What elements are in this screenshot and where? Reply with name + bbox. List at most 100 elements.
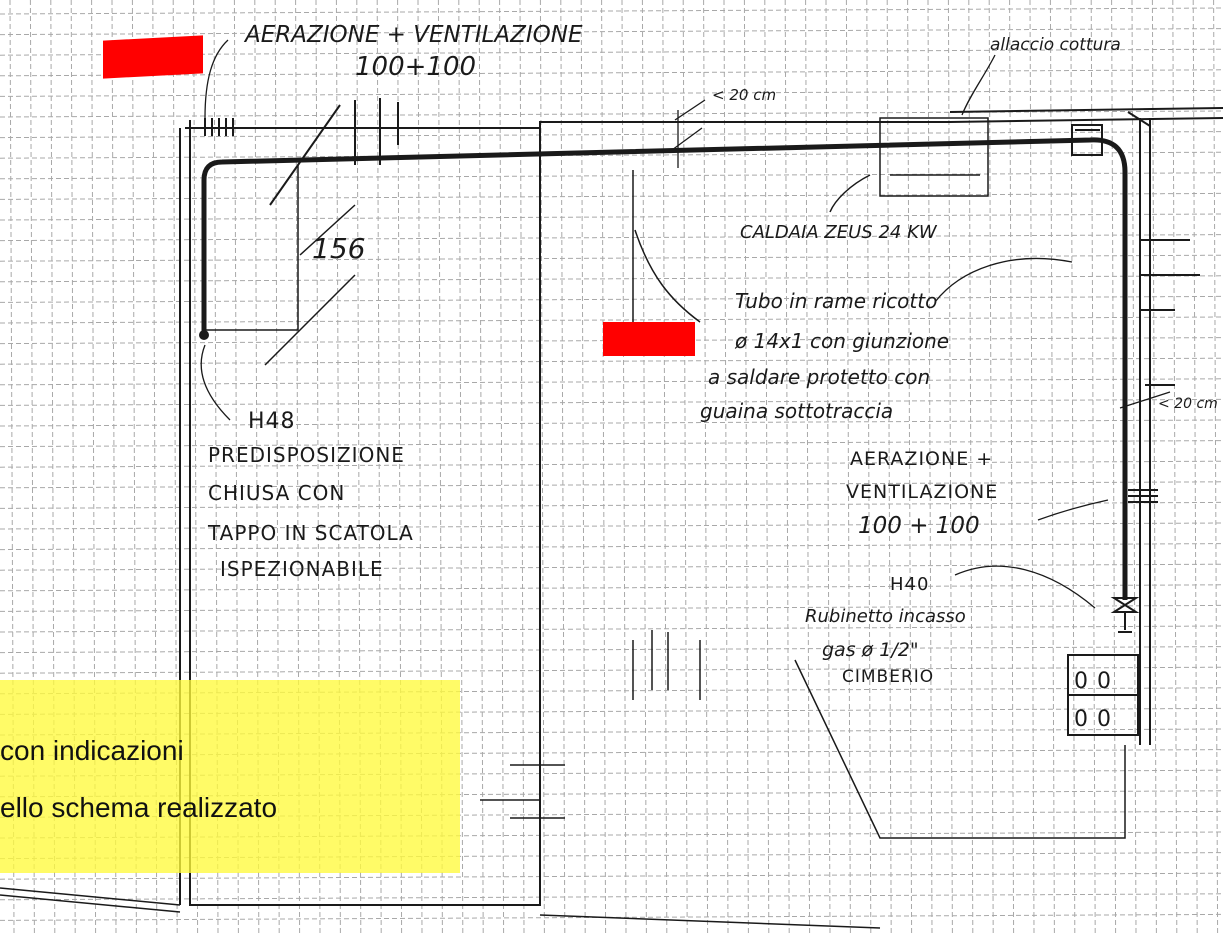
grid-line-horizontal: [0, 584, 1223, 592]
grid-line-vertical: [723, 0, 729, 933]
redaction-mark-top: [103, 35, 203, 79]
aeration-right-line-1: AERAZIONE +: [850, 448, 993, 470]
leader-lines: [200, 39, 1171, 609]
tube-note-line-1: Tubo in rame ricotto: [735, 289, 937, 313]
grid-line-horizontal: [0, 7, 1223, 15]
caption-highlight: con indicazioni ello schema realizzato: [0, 680, 460, 873]
aeration-right-line-3: 100 + 100: [858, 513, 980, 539]
wall-marks: [204, 98, 1200, 503]
grid-line-vertical: [1172, 0, 1178, 933]
grid-line-horizontal: [0, 275, 1223, 283]
grid-line-horizontal: [0, 213, 1223, 221]
grid-line-horizontal: [0, 419, 1223, 427]
predisposizione-line-4: ISPEZIONABILE: [220, 557, 384, 581]
grid-line-vertical: [1029, 0, 1035, 933]
grid-line-vertical: [1009, 0, 1015, 933]
grid-line-vertical: [499, 0, 505, 933]
grid-line-horizontal: [0, 563, 1223, 571]
grid-line-horizontal: [0, 172, 1223, 180]
grid-line-vertical: [988, 0, 994, 933]
grid-line-horizontal: [0, 234, 1223, 242]
valve-note-line-1: H40: [890, 574, 929, 595]
label-20cm-top: < 20 cm: [712, 86, 776, 104]
grid-line-horizontal: [0, 893, 1223, 901]
grid-line-horizontal: [0, 501, 1223, 509]
grid-line-horizontal: [0, 666, 1223, 674]
grid-line-vertical: [1049, 0, 1055, 933]
predisposizione-line-2: CHIUSA CON: [208, 481, 345, 505]
grid-line-horizontal: [0, 295, 1223, 303]
window-156: [205, 165, 356, 366]
valve-note-line-2: Rubinetto incasso: [805, 606, 966, 627]
label-allaccio: allaccio cottura: [990, 35, 1121, 55]
grid-line-vertical: [825, 0, 831, 933]
grid-line-vertical: [1111, 0, 1117, 933]
valve-note-line-3: gas ø 1/2": [822, 639, 919, 661]
grid-line-horizontal: [0, 131, 1223, 139]
label-top-size: 100+100: [355, 52, 476, 82]
grid-line-vertical: [886, 0, 892, 933]
tube-note-line-2: ø 14x1 con giunzione: [734, 329, 949, 353]
grid-line-horizontal: [0, 481, 1223, 489]
grid-line-vertical: [805, 0, 811, 933]
gas-pipe: [201, 137, 1128, 600]
caption-line-1: con indicazioni: [0, 735, 184, 766]
grid-line-vertical: [1151, 0, 1157, 933]
grid-line-vertical: [947, 0, 953, 933]
pipe-end-cap: [199, 330, 209, 340]
hob-burners-top: 0 0: [1074, 669, 1112, 694]
label-caldaia: CALDAIA ZEUS 24 KW: [740, 222, 938, 243]
grid-line-vertical: [866, 0, 872, 933]
grid-line-horizontal: [0, 378, 1223, 386]
label-h48: H48: [248, 409, 296, 434]
grid-line-vertical: [478, 0, 484, 933]
grid-line-horizontal: [0, 398, 1223, 406]
grid-line-vertical: [1192, 0, 1198, 933]
grid-line-vertical: [601, 0, 607, 933]
grid-line-vertical: [1213, 0, 1219, 933]
grid-line-vertical: [682, 0, 688, 933]
grid-line-vertical: [703, 0, 709, 933]
caption-line-2: ello schema realizzato: [0, 792, 278, 823]
grid-line-horizontal: [0, 460, 1223, 468]
grid-line-vertical: [764, 0, 770, 933]
grid-line-horizontal: [0, 28, 1223, 36]
grid-line-horizontal: [0, 646, 1223, 654]
grid-line-horizontal: [0, 357, 1223, 365]
tube-note-line-4: guaina sottotraccia: [700, 399, 893, 423]
valve-note-line-4: CIMBERIO: [842, 667, 934, 687]
label-156: 156: [312, 232, 365, 265]
grid-line-horizontal: [0, 89, 1223, 97]
grid-line-vertical: [845, 0, 851, 933]
grid-line-vertical: [1131, 0, 1137, 933]
grid-line-vertical: [519, 0, 525, 933]
grid-line-horizontal: [0, 110, 1223, 118]
predisposizione-line-3: TAPPO IN SCATOLA: [207, 521, 414, 545]
grid-line-vertical: [560, 0, 566, 933]
tube-note-line-3: a saldare protetto con: [708, 365, 930, 389]
hob: [1067, 654, 1139, 736]
grid-line-vertical: [662, 0, 668, 933]
grid-line-horizontal: [0, 48, 1223, 56]
hob-burners-bottom: 0 0: [1074, 707, 1112, 732]
grid-line-vertical: [621, 0, 627, 933]
redaction-mark-middle: [603, 322, 695, 356]
grid-line-horizontal: [0, 543, 1223, 551]
label-20cm-right: < 20 cm: [1158, 396, 1218, 412]
aeration-right-line-2: VENTILAZIONE: [846, 481, 998, 503]
grid-line-vertical: [907, 0, 913, 933]
grid-line-horizontal: [0, 522, 1223, 530]
grid-line-horizontal: [0, 192, 1223, 200]
grid-line-vertical: [743, 0, 749, 933]
label-top-aeration: AERAZIONE + VENTILAZIONE: [243, 22, 583, 48]
grid-line-vertical: [641, 0, 647, 933]
grid-line-vertical: [968, 0, 974, 933]
grid-line-horizontal: [0, 151, 1223, 159]
grid-line-horizontal: [0, 440, 1223, 448]
grid-line-horizontal: [0, 872, 1223, 880]
caldaia-box: [829, 117, 989, 213]
grid-line-vertical: [784, 0, 790, 933]
grid-line-horizontal: [0, 604, 1223, 612]
grid-line-horizontal: [0, 69, 1223, 77]
